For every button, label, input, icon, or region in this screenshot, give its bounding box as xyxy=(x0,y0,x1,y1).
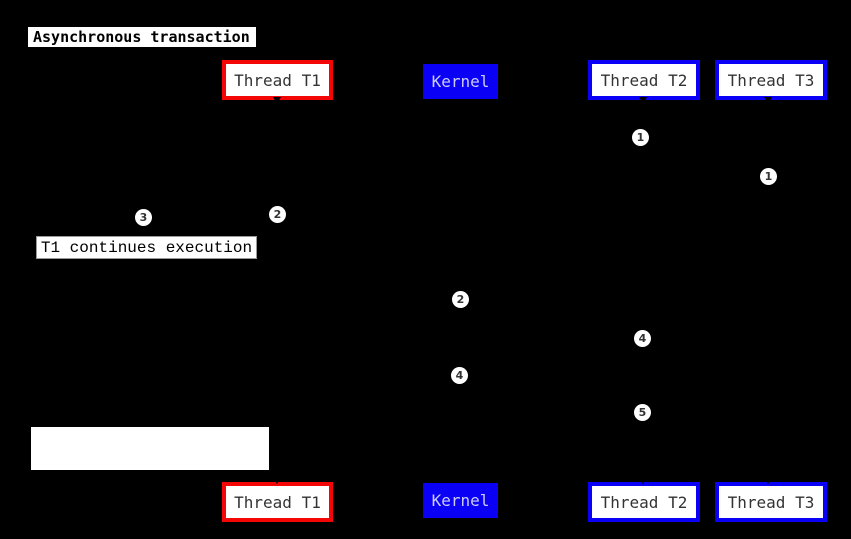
actor-thread-t3-top: Thread T3 xyxy=(715,60,827,100)
actor-kernel-bottom: Kernel xyxy=(423,483,498,518)
actor-label: Thread T1 xyxy=(234,492,321,512)
actor-thread-t1-top: Thread T1 xyxy=(222,60,333,100)
lifeline-thread-t2 xyxy=(644,100,645,482)
arrowhead-icon xyxy=(639,97,647,104)
lifeline-thread-t3 xyxy=(771,100,772,482)
sequence-marker: 1 xyxy=(760,168,777,185)
note-empty xyxy=(31,427,269,470)
actor-label: Thread T2 xyxy=(600,492,688,512)
actor-label: Kernel xyxy=(431,491,490,510)
diagram-title: Asynchronous transaction xyxy=(28,27,256,47)
actor-kernel-top: Kernel xyxy=(423,64,498,99)
actor-label: Thread T3 xyxy=(727,70,815,90)
actor-label: Kernel xyxy=(431,72,490,91)
arrowhead-icon xyxy=(273,477,281,484)
actor-thread-t2-top: Thread T2 xyxy=(588,60,700,100)
sequence-marker: 1 xyxy=(632,129,649,146)
arrowhead-icon xyxy=(273,97,281,104)
sequence-marker: 5 xyxy=(634,404,651,421)
sequence-marker: 2 xyxy=(269,206,286,223)
actor-label: Thread T1 xyxy=(234,70,321,90)
arrowhead-icon xyxy=(764,97,772,104)
actor-label: Thread T3 xyxy=(727,492,815,512)
actor-label: Thread T2 xyxy=(600,70,688,90)
actor-thread-t2-bottom: Thread T2 xyxy=(588,482,700,522)
note-t1-continues-execution: T1 continues execution xyxy=(36,236,257,259)
sequence-marker: 3 xyxy=(135,209,152,226)
sequence-marker: 2 xyxy=(452,291,469,308)
arrowhead-icon xyxy=(639,477,647,484)
actor-thread-t1-bottom: Thread T1 xyxy=(222,482,333,522)
sequence-marker: 4 xyxy=(634,330,651,347)
sequence-marker: 4 xyxy=(451,367,468,384)
arrowhead-icon xyxy=(764,477,772,484)
lifeline-thread-t1 xyxy=(277,100,278,482)
actor-thread-t3-bottom: Thread T3 xyxy=(715,482,827,522)
